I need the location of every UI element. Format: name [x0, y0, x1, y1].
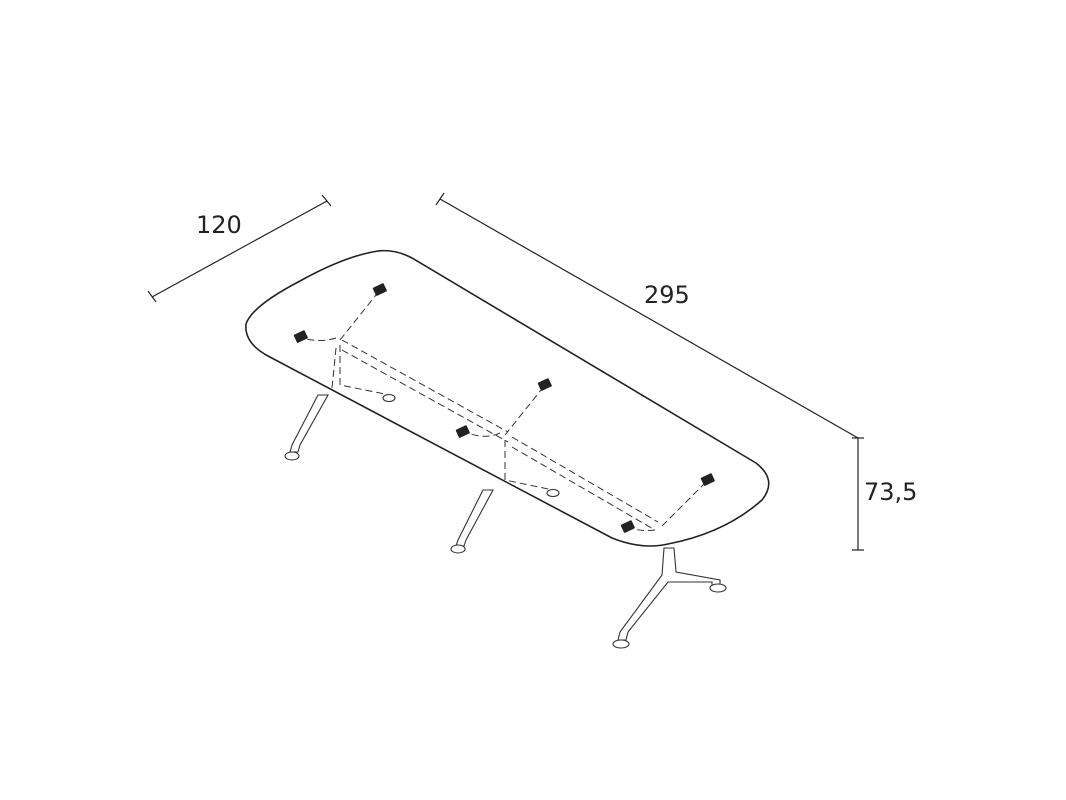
clamp-icon — [293, 330, 308, 343]
clamp-icon — [455, 425, 470, 438]
clamp-icon — [700, 473, 715, 486]
clamp-icon — [537, 378, 552, 391]
height-label: 73,5 — [864, 478, 917, 506]
table-legs — [284, 394, 727, 649]
length-label: 295 — [644, 281, 690, 309]
hidden-frame — [301, 289, 709, 532]
clamp-icon — [372, 283, 387, 296]
table-clamps — [293, 283, 715, 533]
table-top — [245, 249, 770, 547]
depth-dimension: 120 — [147, 194, 332, 303]
depth-label: 120 — [196, 211, 242, 239]
clamp-icon — [620, 520, 635, 533]
length-dimension: 295 — [435, 192, 859, 439]
height-dimension: 73,5 — [852, 437, 917, 551]
